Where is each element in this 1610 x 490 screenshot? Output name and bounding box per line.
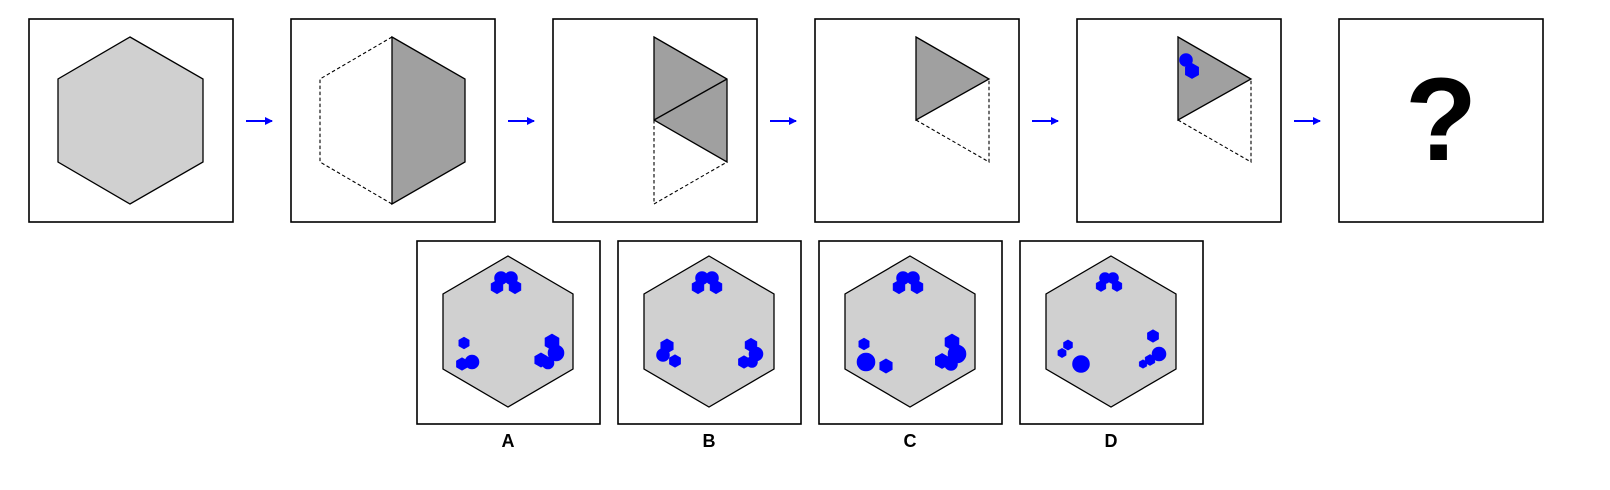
step-3-crease — [653, 78, 728, 121]
step-1-hexagon — [57, 36, 204, 205]
step-1-panel — [28, 18, 234, 223]
step-4-folded-triangle — [915, 35, 991, 122]
option-b-label: B — [703, 431, 716, 451]
step-3-panel — [552, 18, 758, 223]
step-5-panel — [1076, 18, 1282, 223]
option-c-hexagon — [844, 255, 976, 408]
option-c-punch-holes — [856, 271, 967, 374]
option-d-label: D — [1105, 431, 1118, 451]
answer-panel: ? — [1338, 18, 1544, 223]
option-d[interactable]: D — [1019, 240, 1204, 451]
option-a-hexagon — [442, 255, 574, 408]
option-b-punch-holes — [656, 271, 764, 369]
option-c-label: C — [904, 431, 917, 451]
option-b-hexagon — [643, 255, 775, 408]
option-a-label: A — [502, 431, 515, 451]
option-b[interactable]: B — [617, 240, 802, 451]
answer-frame — [1338, 18, 1544, 223]
option-a[interactable]: A — [416, 240, 601, 451]
step-4-fold-outline — [915, 79, 990, 163]
step-3-fold-outline — [653, 120, 728, 205]
question-mark: ? — [1405, 54, 1477, 186]
option-c[interactable]: C — [818, 240, 1003, 451]
step-2-panel — [290, 18, 496, 223]
step-5-punch-holes — [1179, 53, 1200, 80]
step-4-panel — [814, 18, 1020, 223]
step-2-folded-half — [391, 35, 466, 206]
step-5-fold-outline — [1177, 79, 1252, 163]
option-d-punch-holes — [1057, 272, 1167, 373]
step-5-folded-triangle — [1177, 35, 1253, 122]
option-a-punch-holes — [455, 271, 565, 371]
